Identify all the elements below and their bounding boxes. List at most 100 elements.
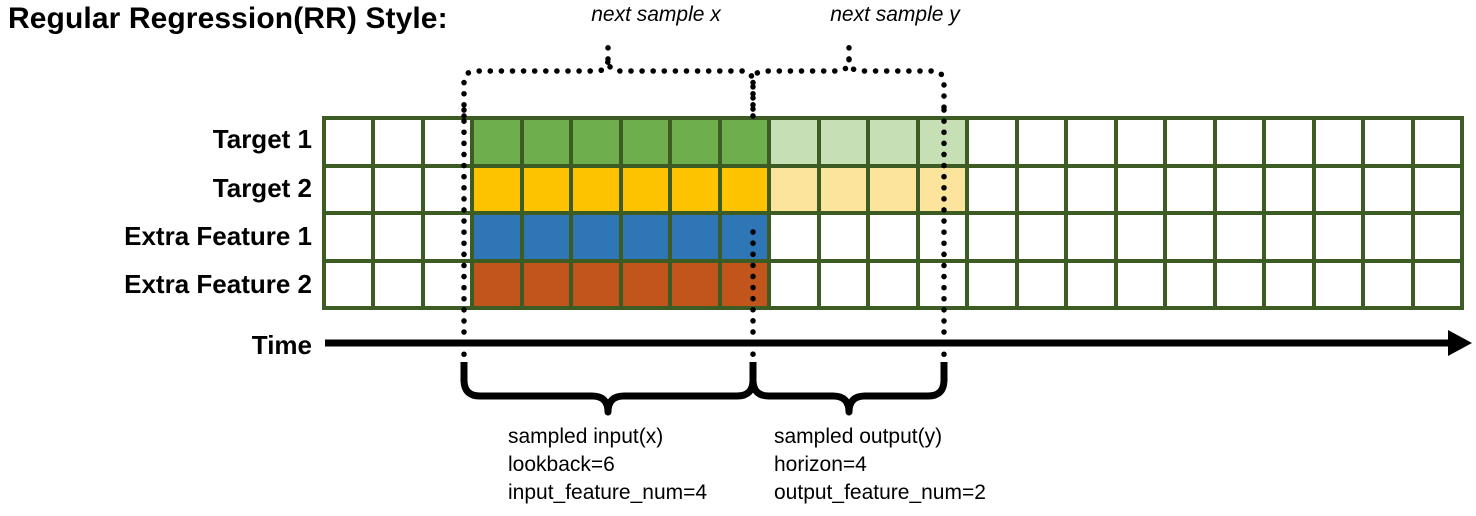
grid-cell-extra-feature-1-16 (1117, 215, 1164, 259)
grid-cell-extra-feature-1-11 (870, 215, 916, 259)
grid-cell-extra-feature-1-17 (1167, 215, 1213, 259)
grid-cell-target-2-4 (523, 167, 570, 211)
grid-cell-target-1-2 (424, 120, 471, 164)
grid-cell-extra-feature-1-21 (1365, 215, 1411, 259)
grid-cell-target-1-15 (1068, 120, 1114, 164)
grid-cell-target-2-20 (1315, 167, 1362, 211)
grid-cell-extra-feature-2-9 (771, 262, 817, 306)
grid-cell-extra-feature-2-2 (424, 262, 471, 306)
grid-cell-extra-feature-2-18 (1216, 262, 1263, 306)
grid-cell-target-2-22 (1414, 167, 1460, 211)
grid-cell-extra-feature-1-7 (672, 215, 718, 259)
grid-cell-extra-feature-1-18 (1216, 215, 1263, 259)
grid-cell-target-1-9 (771, 120, 817, 164)
grid-cell-extra-feature-1-8 (721, 215, 768, 259)
grid-cell-extra-feature-2-21 (1365, 262, 1411, 306)
grid-cell-target-2-9 (771, 167, 817, 211)
grid-cell-target-2-15 (1068, 167, 1114, 211)
grid-cell-extra-feature-1-4 (523, 215, 570, 259)
grid-cell-extra-feature-1-22 (1414, 215, 1460, 259)
grid-cell-extra-feature-1-15 (1068, 215, 1114, 259)
grid-cell-target-2-14 (1018, 167, 1065, 211)
timeseries-grid (322, 116, 1464, 310)
grid-cell-target-2-21 (1365, 167, 1411, 211)
grid-cell-extra-feature-2-5 (573, 262, 619, 306)
grid-cell-target-2-2 (424, 167, 471, 211)
grid-cell-target-1-18 (1216, 120, 1263, 164)
grid-cell-target-1-16 (1117, 120, 1164, 164)
grid-cell-target-2-8 (721, 167, 768, 211)
grid-cell-extra-feature-2-6 (622, 262, 669, 306)
page-title: Regular Regression(RR) Style: (8, 2, 448, 35)
dotted-brace-next-sample-x (461, 58, 756, 119)
grid-cell-extra-feature-2-0 (326, 262, 372, 306)
grid-cell-extra-feature-2-1 (375, 262, 421, 306)
grid-cell-extra-feature-1-2 (424, 215, 471, 259)
grid-cell-extra-feature-2-13 (969, 262, 1015, 306)
grid-cell-extra-feature-2-17 (1167, 262, 1213, 306)
dotted-brace-next-sample-y (750, 58, 947, 119)
grid-cell-extra-feature-2-10 (820, 262, 867, 306)
grid-cell-extra-feature-2-4 (523, 262, 570, 306)
row-label-target-2: Target 2 (212, 173, 312, 203)
grid-cell-target-2-7 (672, 167, 718, 211)
grid-cell-extra-feature-1-14 (1018, 215, 1065, 259)
sampled-output-horizon: horizon=4 (774, 453, 867, 477)
grid-cell-target-1-22 (1414, 120, 1460, 164)
grid-cell-target-1-10 (820, 120, 867, 164)
grid-cell-target-2-3 (474, 167, 520, 211)
grid-cell-target-2-16 (1117, 167, 1164, 211)
grid-cell-target-1-17 (1167, 120, 1213, 164)
grid-cell-target-1-0 (326, 120, 372, 164)
grid-cell-target-2-17 (1167, 167, 1213, 211)
sampled-output-title: sampled output(y) (774, 425, 943, 448)
grid-cell-target-1-5 (573, 120, 619, 164)
grid-cell-target-2-12 (919, 167, 966, 211)
next-sample-y-label: next sample y (830, 3, 960, 26)
grid-cell-target-2-10 (820, 167, 867, 211)
grid-cell-target-1-19 (1266, 120, 1312, 164)
grid-cell-target-1-8 (721, 120, 768, 164)
time-axis-label: Time (251, 330, 312, 360)
grid-cell-target-1-1 (375, 120, 421, 164)
grid-cell-extra-feature-1-19 (1266, 215, 1312, 259)
brace-sampled-input (460, 362, 757, 416)
sampled-input-annotation: sampled input(x) lookback=6 input_featur… (508, 423, 707, 507)
grid-cell-extra-feature-2-3 (474, 262, 520, 306)
grid-cell-extra-feature-2-8 (721, 262, 768, 306)
grid-cell-target-1-4 (523, 120, 570, 164)
grid-cell-target-1-14 (1018, 120, 1065, 164)
grid-cell-extra-feature-2-19 (1266, 262, 1312, 306)
grid-cell-extra-feature-1-9 (771, 215, 817, 259)
grid-cell-extra-feature-2-20 (1315, 262, 1362, 306)
grid-cell-extra-feature-1-12 (919, 215, 966, 259)
grid-cell-extra-feature-1-5 (573, 215, 619, 259)
grid-cell-extra-feature-2-16 (1117, 262, 1164, 306)
grid-cell-target-1-20 (1315, 120, 1362, 164)
grid-cell-target-1-12 (919, 120, 966, 164)
grid-cell-extra-feature-2-7 (672, 262, 718, 306)
grid-cell-target-2-13 (969, 167, 1015, 211)
next-sample-x-label: next sample x (591, 3, 721, 26)
grid-cell-target-2-19 (1266, 167, 1312, 211)
grid-cell-target-1-13 (969, 120, 1015, 164)
row-label-extra-feature-2: Extra Feature 2 (124, 269, 312, 299)
grid-cell-extra-feature-1-1 (375, 215, 421, 259)
sampled-input-feature-num: input_feature_num=4 (508, 481, 708, 505)
grid-cell-target-2-1 (375, 167, 421, 211)
grid-cell-extra-feature-1-6 (622, 215, 669, 259)
grid-cell-extra-feature-1-13 (969, 215, 1015, 259)
grid-cell-target-2-5 (573, 167, 619, 211)
sampled-output-annotation: sampled output(y) horizon=4 output_featu… (774, 423, 986, 507)
grid-cell-target-1-21 (1365, 120, 1411, 164)
sampled-output-feature-num: output_feature_num=2 (774, 481, 986, 505)
sampled-input-lookback: lookback=6 (508, 453, 615, 477)
grid-cell-extra-feature-1-20 (1315, 215, 1362, 259)
grid-cell-extra-feature-1-10 (820, 215, 867, 259)
grid-cell-extra-feature-2-14 (1018, 262, 1065, 306)
grid-cell-target-2-6 (622, 167, 669, 211)
grid-cell-target-1-11 (870, 120, 916, 164)
row-label-target-1: Target 1 (212, 124, 312, 154)
grid-cell-extra-feature-1-0 (326, 215, 372, 259)
